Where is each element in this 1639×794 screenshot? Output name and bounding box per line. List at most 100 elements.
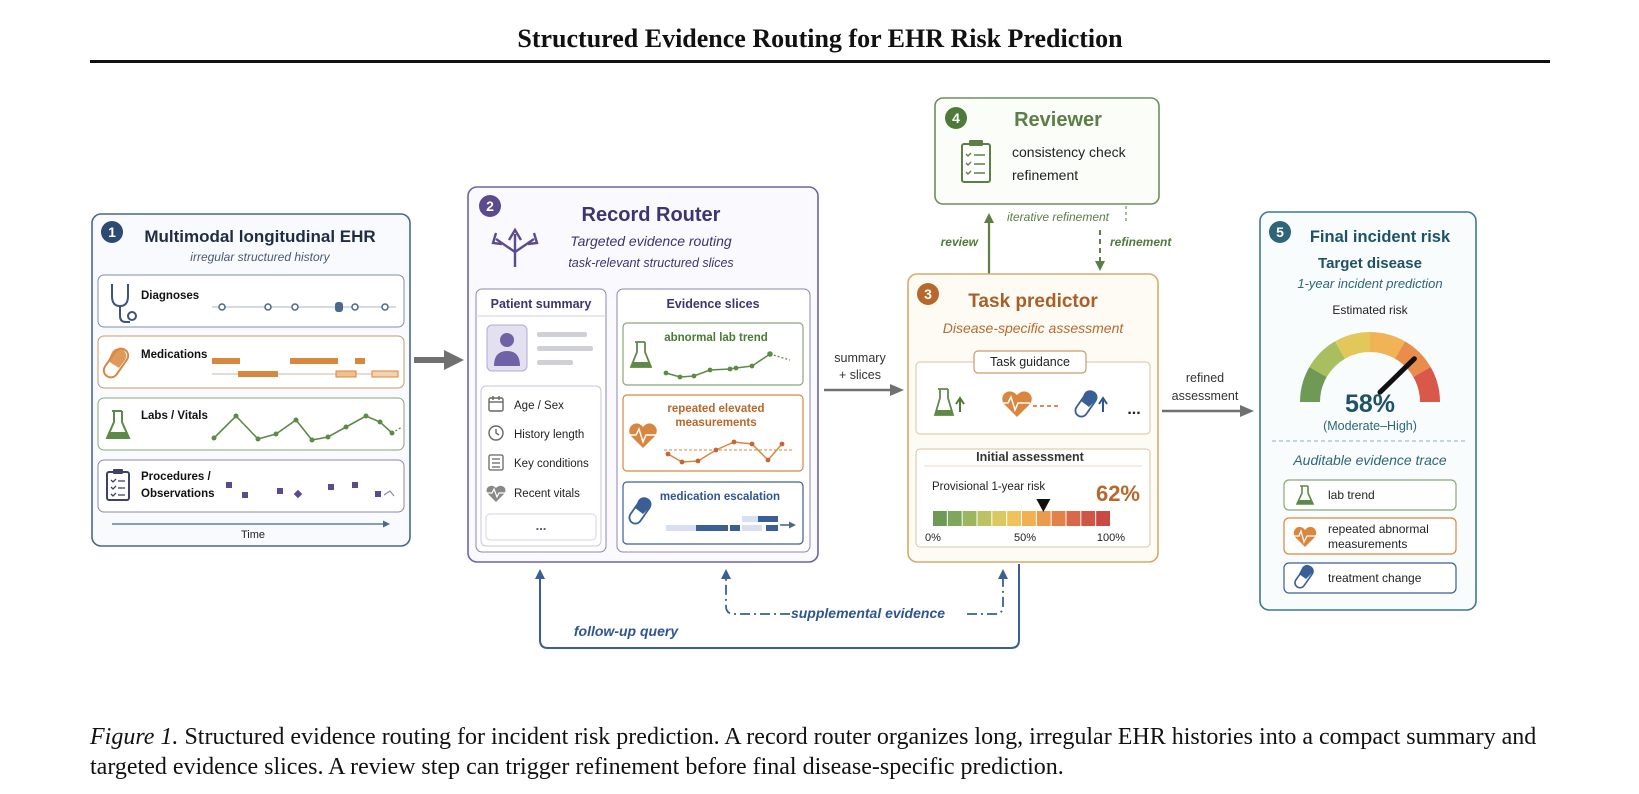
label-follow-up-query: follow-up query	[574, 623, 679, 639]
trace-repeated-abnormal-1: repeated abnormal	[1328, 522, 1429, 536]
patient-summary-box: Patient summary Age / Sex History length	[475, 288, 607, 553]
task-guidance-label: Task guidance	[990, 355, 1070, 369]
label-iterative-refinement: iterative refinement	[1007, 210, 1110, 224]
panel-predictor-subtitle: Disease-specific assessment	[943, 320, 1125, 336]
row-procedures-label-2: Observations	[141, 488, 215, 500]
label-plus-slices: + slices	[839, 368, 881, 382]
routing-icon	[491, 227, 539, 267]
calendar-icon	[488, 396, 504, 412]
risk-bar-cell	[947, 511, 962, 526]
title-rule	[90, 60, 1550, 63]
slice-repeated-elevated-2: measurements	[675, 417, 756, 429]
gauge-segment	[1335, 332, 1370, 359]
target-disease: Target disease	[1318, 255, 1422, 272]
risk-bar-cell	[992, 511, 1007, 526]
checklist-icon	[961, 140, 991, 183]
slice-pill-icon	[628, 497, 652, 525]
pill-icon	[102, 347, 130, 379]
trace-heart-icon	[1293, 526, 1317, 547]
guidance-heart-icon	[1002, 391, 1058, 417]
gauge-segment	[1300, 367, 1327, 402]
provisional-risk-bar	[933, 511, 1110, 526]
panel-router-number: 2	[486, 198, 494, 214]
arrow-router-to-predictor-head	[890, 384, 904, 396]
guidance-pill-icon	[1074, 390, 1108, 418]
panel-ehr-subtitle: irregular structured history	[190, 250, 330, 264]
label-assessment: assessment	[1172, 389, 1239, 403]
time-axis-label: Time	[241, 529, 265, 541]
list-icon	[488, 454, 504, 471]
final-risk-value: 58%	[1345, 390, 1395, 418]
initial-assessment-label: Initial assessment	[976, 450, 1085, 464]
row-labs-label: Labs / Vitals	[141, 410, 208, 422]
panel-router-title: Record Router	[582, 204, 721, 226]
summary-more: ...	[536, 518, 547, 533]
evidence-slices-title: Evidence slices	[666, 297, 759, 311]
risk-bar-cell	[933, 511, 947, 526]
slice-lab-trend-line	[663, 351, 791, 380]
panel-ehr-title: Multimodal longitudinal EHR	[144, 227, 375, 246]
gauge-needle	[1377, 356, 1417, 395]
figure-caption: Figure 1. Structured evidence routing fo…	[90, 722, 1560, 782]
panel-final-number: 5	[1276, 224, 1284, 240]
stethoscope-icon	[111, 284, 137, 323]
summary-item-key-conditions: Key conditions	[514, 458, 589, 470]
panel-ehr-number: 1	[108, 224, 116, 240]
diagnoses-timeline	[212, 302, 396, 312]
reviewer-refinement: refinement	[1012, 167, 1078, 183]
estimated-risk-label: Estimated risk	[1332, 303, 1408, 317]
panel-router-subtitle: Targeted evidence routing	[570, 233, 732, 249]
clock-icon	[488, 425, 504, 441]
scale-0: 0%	[925, 532, 941, 544]
panel-reviewer-title: Reviewer	[1014, 109, 1102, 131]
risk-bar-cell	[1007, 511, 1021, 526]
scale-100: 100%	[1097, 532, 1125, 544]
panel-reviewer-number: 4	[952, 110, 960, 126]
evidence-slices-box: Evidence slices abnormal lab trend repea	[616, 288, 811, 553]
slice-flask-icon	[629, 341, 653, 368]
pipeline-diagram: 1 Multimodal longitudinal EHR irregular …	[91, 97, 1477, 649]
label-summary: summary	[834, 351, 886, 365]
guidance-flask-icon	[933, 388, 965, 416]
flask-icon	[105, 410, 131, 439]
medications-timeline	[212, 358, 399, 378]
provisional-risk-pointer	[1036, 499, 1051, 512]
clipboard-icon	[106, 469, 130, 501]
slice-elevated-line	[665, 439, 785, 465]
slice-medication-escalation: medication escalation	[660, 491, 780, 503]
label-refined: refined	[1186, 371, 1224, 385]
caption-text: Structured evidence routing for incident…	[90, 724, 1537, 780]
final-risk-level: (Moderate–High)	[1323, 419, 1417, 433]
risk-gauge	[1300, 332, 1440, 402]
arrow-predictor-to-final-head	[1240, 405, 1254, 417]
panel-final-title: Final incident risk	[1310, 228, 1451, 246]
row-medications-label: Medications	[141, 349, 207, 361]
gauge-segment	[1413, 367, 1440, 402]
panel-predictor-title: Task predictor	[968, 291, 1098, 312]
panel-ehr: 1 Multimodal longitudinal EHR irregular …	[91, 213, 411, 547]
slice-repeated-elevated-1: repeated elevated	[667, 403, 764, 415]
risk-bar-cell	[977, 511, 992, 526]
provisional-risk-value: 62%	[1096, 481, 1140, 506]
gauge-segment	[1370, 332, 1405, 359]
arrow-ehr-to-router-head	[444, 350, 464, 370]
caption-label: Figure 1.	[90, 724, 179, 750]
slice-heart-icon	[629, 423, 657, 448]
risk-bar-cell	[1022, 511, 1036, 526]
label-review: review	[941, 235, 979, 249]
summary-item-history-length: History length	[514, 429, 584, 441]
row-procedures-label-1: Procedures /	[141, 471, 211, 483]
label-supplemental-evidence: supplemental evidence	[791, 605, 945, 621]
provisional-risk-label: Provisional 1-year risk	[932, 481, 1045, 493]
risk-bar-cell	[1066, 511, 1081, 526]
panel-predictor: 3 Task predictor Disease-specific assess…	[907, 273, 1159, 563]
labs-trend-line	[211, 413, 403, 443]
trace-pill-icon	[1294, 564, 1314, 589]
risk-bar-cell	[1036, 511, 1051, 526]
label-refinement: refinement	[1110, 235, 1172, 249]
risk-bar-cell	[962, 511, 977, 526]
risk-bar-cell	[1051, 511, 1066, 526]
arrow-supplemental-evidence-to-predictor	[967, 569, 1008, 615]
procedures-markers	[226, 482, 395, 499]
trace-repeated-abnormal-2: measurements	[1328, 537, 1407, 551]
